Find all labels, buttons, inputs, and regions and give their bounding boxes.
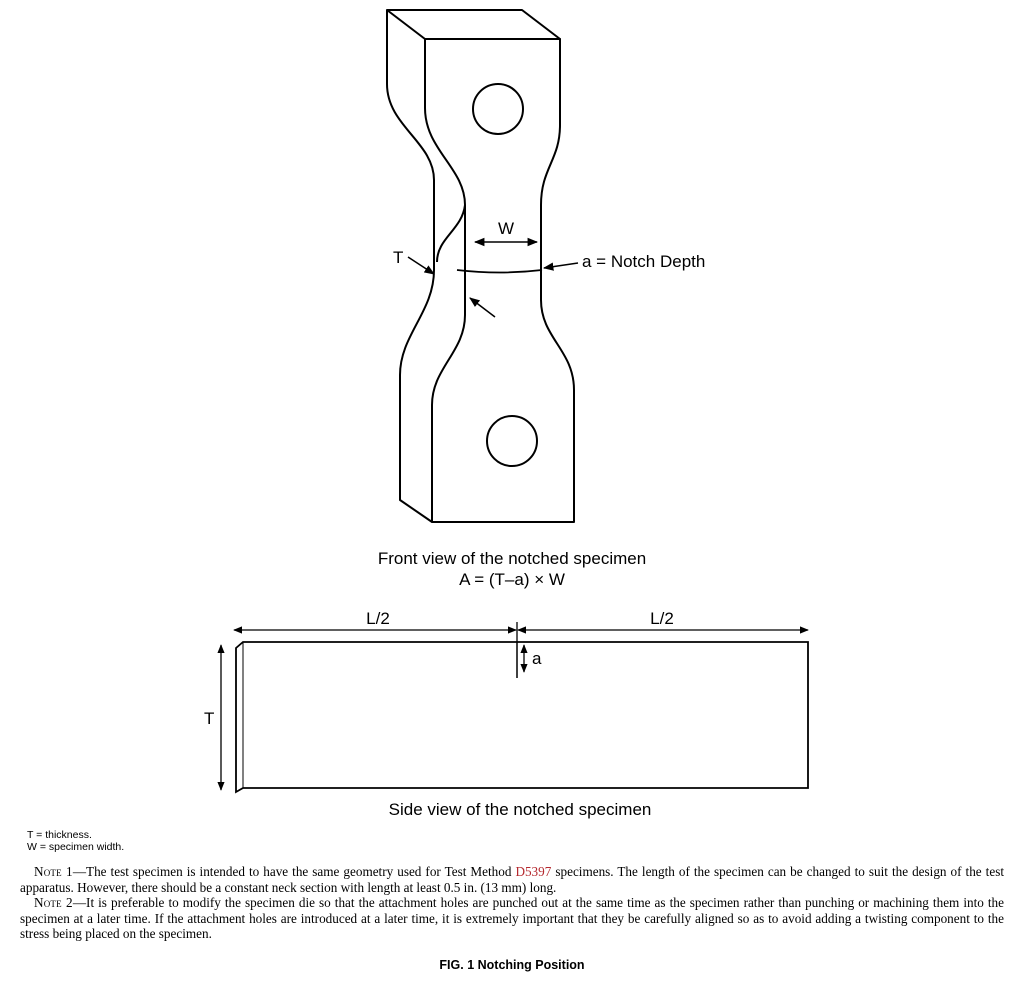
notch-depth-leader <box>542 262 579 271</box>
top-attachment-hole <box>472 83 524 135</box>
note-1: Note 1—The test specimen is intended to … <box>20 864 1004 895</box>
thickness-pointer-arrow <box>469 297 496 318</box>
label-t-side: T <box>204 709 214 728</box>
specimen-front-face <box>424 38 575 523</box>
label-a: a <box>532 649 542 668</box>
legend-width: W = specimen width. <box>27 841 125 853</box>
note-1-label: Note 1 <box>34 864 73 879</box>
notes-block: Note 1—The test specimen is intended to … <box>20 864 1004 942</box>
d5397-link[interactable]: D5397 <box>515 864 552 879</box>
area-formula: A = (T–a) × W <box>459 570 565 589</box>
note-2-label: Note 2 <box>34 895 73 911</box>
specimen-top-face <box>386 9 561 40</box>
side-view-specimen <box>235 641 809 794</box>
side-view-caption: Side view of the notched specimen <box>389 800 652 819</box>
label-t-front: T <box>393 248 403 267</box>
label-w: W <box>498 219 514 238</box>
label-l2-left: L/2 <box>366 609 390 628</box>
note-2-text: —It is preferable to modify the specimen… <box>20 895 1005 942</box>
label-notch-depth: a = Notch Depth <box>582 252 705 271</box>
note-2: Note 2—It is preferable to modify the sp… <box>20 895 1004 942</box>
legend-thickness: T = thickness. <box>27 829 92 841</box>
specimen-neck-edge <box>436 204 466 263</box>
t-leader-arrow <box>407 256 435 275</box>
front-view-caption: Front view of the notched specimen <box>378 549 646 568</box>
symbol-legend: T = thickness. W = specimen width. <box>27 829 124 853</box>
label-l2-right: L/2 <box>650 609 674 628</box>
figure-title: FIG. 1 Notching Position <box>439 958 585 972</box>
bottom-attachment-hole <box>486 415 538 467</box>
note-1-text-pre: —The test specimen is intended to have t… <box>72 864 516 879</box>
note-1-text-post: specimens. The length of the specimen ca… <box>20 864 1004 895</box>
notch-line <box>456 269 543 274</box>
front-view-specimen <box>386 9 575 523</box>
